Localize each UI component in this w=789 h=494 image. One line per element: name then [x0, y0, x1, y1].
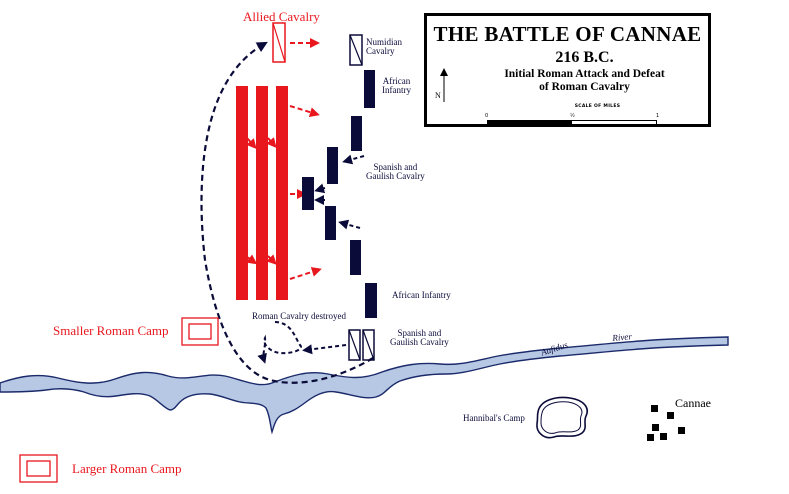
map-subtitle-line-1: Initial Roman Attack and Defeat: [504, 68, 665, 80]
label-african-infantry-top-line-1: African: [382, 76, 411, 86]
map-date: 216 B.C.: [555, 49, 614, 66]
north-label: N: [435, 91, 441, 100]
roman-advance-arrows: [246, 105, 322, 280]
label-african-infantry-bottom: African Infantry: [392, 290, 451, 300]
hannibals-camp-inner: [540, 401, 583, 434]
roman-cavalry-destroyed-path: [257, 321, 302, 364]
scale-title: SCALE OF MILES: [574, 104, 621, 109]
smaller-roman-camp-icon: [181, 317, 219, 346]
map-title: THE BATTLE OF CANNAE: [433, 22, 702, 46]
label-spanish-gaulish-top: Spanish and Gaulish Cavalry: [366, 162, 425, 182]
label-african-infantry-top: African Infantry: [382, 76, 411, 96]
label-spanish-gaulish-bottom-line-1: Spanish and: [397, 328, 442, 338]
label-spanish-gaulish-top-line-1: Spanish and: [373, 162, 418, 172]
cavalry-sweep-path: [200, 41, 374, 384]
label-spanish-gaulish-bottom: Spanish and Gaulish Cavalry: [390, 328, 449, 348]
map-subtitle-line-2: of Roman Cavalry: [539, 81, 630, 94]
scale-tick-half: ½: [570, 113, 575, 119]
numidian-cavalry-unit: [349, 34, 363, 66]
label-hannibals-camp: Hannibal's Camp: [463, 413, 525, 423]
roman-infantry: [236, 86, 288, 300]
title-cartouche: THE BATTLE OF CANNAE N 216 B.C. Initial …: [424, 13, 711, 127]
carthaginian-units: [302, 70, 377, 318]
allied-cavalry-unit: [272, 22, 320, 63]
label-african-infantry-top-line-2: Infantry: [382, 85, 411, 96]
label-roman-cavalry-destroyed: Roman Cavalry destroyed: [252, 311, 346, 321]
label-river: River: [611, 331, 633, 343]
label-numidian-line-1: Numidian: [366, 37, 402, 47]
label-cannae: Cannae: [675, 396, 711, 410]
label-allied-cavalry: Allied Cavalry: [243, 9, 320, 24]
label-smaller-roman-camp: Smaller Roman Camp: [53, 323, 169, 338]
north-arrow-icon: [440, 68, 448, 102]
larger-roman-camp-icon: [19, 454, 58, 483]
map-subtitle: Initial Roman Attack and Defeat of Roman…: [461, 68, 708, 94]
label-numidian-line-2: Cavalry: [366, 46, 395, 57]
spanish-gaulish-cavalry-unit: [302, 329, 375, 361]
scale-bar: [487, 120, 657, 126]
carthaginian-arrows: [314, 154, 365, 230]
scale-tick-1: 1: [656, 113, 660, 119]
scale-tick-0: 0: [485, 113, 489, 119]
hannibals-camp-outline: [536, 396, 588, 439]
label-larger-roman-camp: Larger Roman Camp: [72, 461, 182, 476]
label-spanish-gaulish-bottom-line-2: Gaulish Cavalry: [390, 337, 449, 348]
aufidus-river: [0, 336, 729, 435]
label-numidian-cavalry: Numidian Cavalry: [366, 37, 402, 57]
cannae-town-icon: [647, 405, 685, 441]
label-spanish-gaulish-top-line-2: Gaulish Cavalry: [366, 171, 425, 182]
